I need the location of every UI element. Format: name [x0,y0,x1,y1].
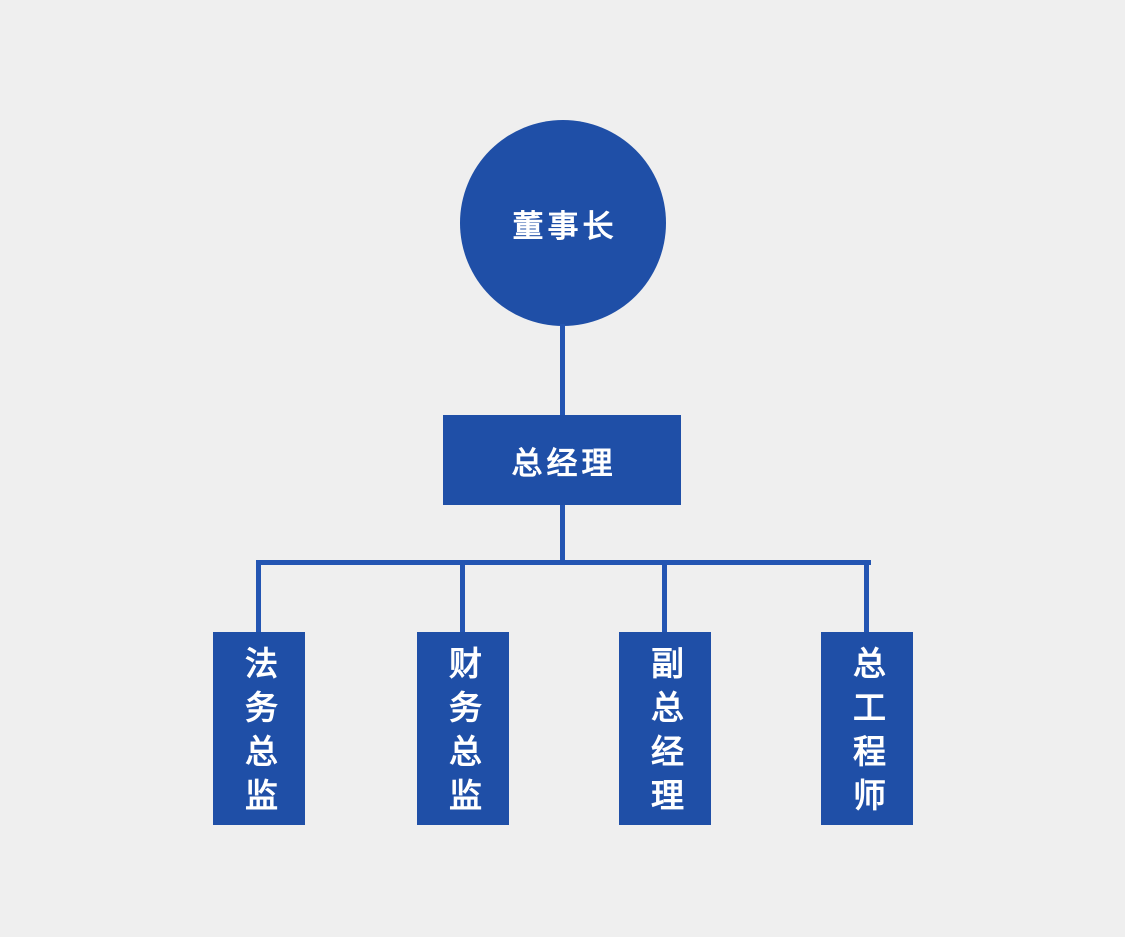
org-node-deputy-general-manager: 副总经理 [619,632,711,825]
connector-branch-to-deputy-general-manager [662,560,667,632]
connector-manager-to-branch [560,505,565,563]
chief-engineer-label: 总工程师 [848,646,886,822]
deputy-general-manager-label: 副总经理 [646,646,684,822]
org-node-chief-engineer: 总工程师 [821,632,913,825]
legal-director-label: 法务总监 [240,646,278,822]
org-node-legal-director: 法务总监 [213,632,305,825]
org-node-general-manager: 总经理 [443,415,681,505]
connector-branch-to-finance-director [460,560,465,632]
org-node-finance-director: 财务总监 [417,632,509,825]
chairman-label: 董事长 [512,208,618,244]
connector-branch-to-legal-director [256,560,261,632]
general-manager-label: 总经理 [511,445,617,481]
finance-director-label: 财务总监 [444,646,482,822]
connector-chairman-to-manager [560,324,565,416]
branch-horizontal-line [256,560,871,565]
connector-branch-to-chief-engineer [864,560,869,632]
org-node-chairman: 董事长 [460,120,666,326]
